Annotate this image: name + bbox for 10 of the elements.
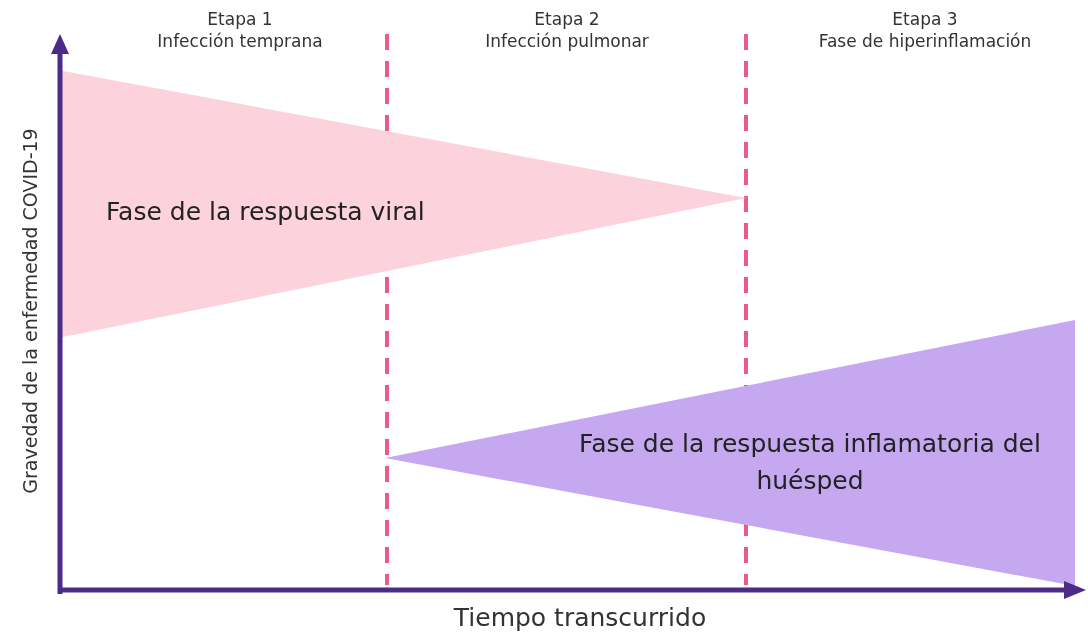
stage-heading: Etapa 2 — [533, 8, 601, 30]
phase-label: Fase de la respuesta viral — [106, 196, 426, 228]
stage-heading: Etapa 1 — [206, 8, 274, 30]
axis-title: Tiempo transcurrido — [452, 603, 708, 632]
axis-title: Gravedad de la enfermedad COVID-19 — [19, 127, 41, 496]
phase-label: Fase de la respuesta inflamatoria del huésped — [578, 428, 1042, 497]
stage-subheading: Infección temprana — [156, 30, 324, 52]
stage-heading: Etapa 3 — [891, 8, 959, 30]
stage-subheading: Fase de hiperinflamación — [817, 30, 1033, 52]
stage-subheading: Infección pulmonar — [484, 30, 650, 52]
